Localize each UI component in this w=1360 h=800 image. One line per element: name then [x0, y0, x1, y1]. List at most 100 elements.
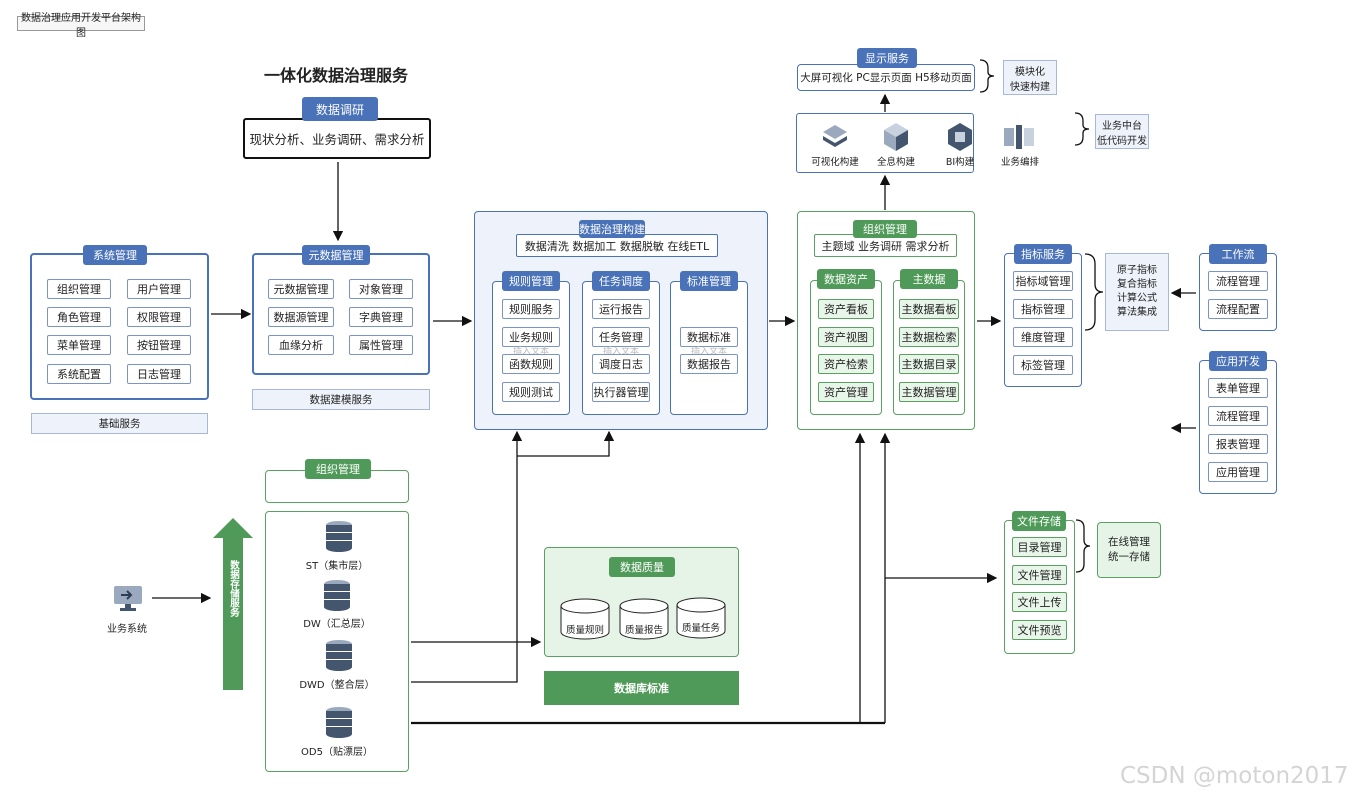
- task-item[interactable]: 调度日志: [592, 354, 650, 374]
- workflow-item[interactable]: 流程配置: [1208, 299, 1268, 319]
- standard-mgmt-panel: [670, 281, 748, 415]
- lowcode-note: 业务中台 低代码开发: [1095, 114, 1149, 149]
- task-item[interactable]: 执行器管理: [592, 382, 650, 402]
- cylinder-icon: [619, 598, 669, 640]
- sys-item[interactable]: 组织管理: [47, 279, 111, 299]
- storage-layer-label: ST（集市层）: [305, 561, 369, 572]
- sys-item[interactable]: 菜单管理: [47, 335, 111, 355]
- rule-item[interactable]: 规则测试: [502, 382, 560, 402]
- database-icon: [324, 580, 350, 611]
- storage-service-label: 数据存储服务: [228, 560, 239, 617]
- quality-item[interactable]: 质量任务: [681, 623, 720, 634]
- note-line: 原子指标: [1117, 265, 1157, 276]
- metrics-tag: 指标服务: [1014, 244, 1072, 264]
- master-item[interactable]: 主数据看板: [899, 299, 959, 319]
- workflow-item[interactable]: 流程管理: [1208, 271, 1268, 291]
- rule-item[interactable]: 业务规则: [502, 327, 560, 347]
- asset-item[interactable]: 资产检索: [818, 354, 874, 374]
- standard-item[interactable]: 数据报告: [680, 354, 738, 374]
- appdev-item[interactable]: 流程管理: [1208, 406, 1268, 426]
- workflow-tag: 工作流: [1209, 244, 1267, 264]
- appdev-tag: 应用开发: [1209, 351, 1267, 371]
- ghost-text: 插入文本: [512, 346, 549, 357]
- note-line: 快速构建: [1010, 81, 1050, 93]
- cylinder-icon: [560, 598, 610, 640]
- note-line: 计算公式: [1117, 293, 1157, 304]
- basic-service-label: 基础服务: [31, 413, 208, 434]
- filestore-item[interactable]: 文件预览: [1012, 620, 1067, 640]
- org-subtitle: 主题域 业务调研 需求分析: [814, 234, 957, 257]
- metrics-item[interactable]: 指标域管理: [1013, 271, 1073, 291]
- meta-item[interactable]: 血缘分析: [268, 335, 334, 355]
- database-icon: [326, 707, 352, 738]
- org-mgmt-tag: 组织管理: [853, 220, 917, 238]
- research-box: 现状分析、业务调研、需求分析: [243, 118, 431, 159]
- metrics-item[interactable]: 维度管理: [1013, 327, 1073, 347]
- quality-item[interactable]: 质量报告: [624, 625, 663, 636]
- appdev-item[interactable]: 应用管理: [1208, 462, 1268, 482]
- metadata-mgmt-tag: 元数据管理: [302, 245, 370, 265]
- sys-item[interactable]: 用户管理: [127, 279, 191, 299]
- appdev-item[interactable]: 报表管理: [1208, 434, 1268, 454]
- master-item[interactable]: 主数据管理: [899, 382, 959, 402]
- storage-service-arrow: [213, 518, 253, 690]
- task-item[interactable]: 任务管理: [592, 327, 650, 347]
- lowcode-item[interactable]: 业务编排: [1000, 157, 1039, 168]
- master-item[interactable]: 主数据检索: [899, 327, 959, 347]
- asset-item[interactable]: 资产视图: [818, 327, 874, 347]
- storage-layer-label: OD5（贴漂层）: [301, 747, 373, 758]
- display-box: 大屏可视化 PC显示页面 H5移动页面: [797, 64, 975, 91]
- master-data-tag: 主数据: [900, 269, 958, 289]
- cylinder-icon: [676, 597, 726, 639]
- asset-item[interactable]: 资产看板: [818, 299, 874, 319]
- note-line: 算法集成: [1117, 307, 1157, 318]
- meta-item[interactable]: 对象管理: [349, 279, 413, 299]
- system-mgmt-tag: 系统管理: [83, 245, 147, 265]
- database-icon: [326, 640, 352, 671]
- ghost-text: 插入文本: [690, 346, 727, 357]
- master-item[interactable]: 主数据目录: [899, 354, 959, 374]
- lowcode-item[interactable]: 全息构建: [876, 157, 915, 168]
- database-icon: [326, 521, 352, 552]
- lowcode-item[interactable]: 可视化构建: [811, 157, 859, 168]
- rule-item[interactable]: 规则服务: [502, 299, 560, 319]
- task-item[interactable]: 运行报告: [592, 299, 650, 319]
- lowcode-item[interactable]: BI构建: [945, 157, 975, 168]
- cube-icon: [884, 123, 908, 151]
- asset-item[interactable]: 资产管理: [818, 382, 874, 402]
- storage-layer-label: DW（汇总层）: [303, 619, 371, 630]
- db-standard-bar: 数据库标准: [544, 671, 739, 705]
- storage-layer-label: DWD（整合层）: [299, 680, 375, 691]
- note-line: 模块化: [1015, 66, 1045, 78]
- filestore-item[interactable]: 文件上传: [1012, 592, 1067, 612]
- standard-item[interactable]: 数据标准: [680, 327, 738, 347]
- sys-item[interactable]: 权限管理: [127, 307, 191, 327]
- orchestration-icon: [1004, 125, 1034, 149]
- modeling-service-label: 数据建模服务: [252, 389, 430, 410]
- quality-item[interactable]: 质量规则: [565, 625, 604, 636]
- meta-item[interactable]: 属性管理: [349, 335, 413, 355]
- meta-item[interactable]: 字典管理: [349, 307, 413, 327]
- business-system-label: 业务系统: [107, 624, 147, 635]
- note-line: 业务中台: [1102, 120, 1142, 132]
- rule-item[interactable]: 函数规则: [502, 354, 560, 374]
- display-tag: 显示服务: [857, 48, 917, 68]
- filestore-item[interactable]: 文件管理: [1012, 565, 1067, 585]
- metrics-item[interactable]: 标签管理: [1013, 355, 1073, 375]
- watermark: CSDN @moton2017: [1120, 763, 1349, 789]
- filestore-tag: 文件存储: [1012, 511, 1066, 531]
- appdev-item[interactable]: 表单管理: [1208, 378, 1268, 398]
- filestore-note: 在线管理 统一存储: [1097, 522, 1161, 578]
- metrics-item[interactable]: 指标管理: [1013, 299, 1073, 319]
- sys-item[interactable]: 角色管理: [47, 307, 111, 327]
- sys-item[interactable]: 系统配置: [47, 364, 111, 384]
- filestore-item[interactable]: 目录管理: [1012, 537, 1067, 557]
- sys-item[interactable]: 日志管理: [127, 364, 191, 384]
- computer-icon: [114, 586, 142, 611]
- sys-item[interactable]: 按钮管理: [127, 335, 191, 355]
- metrics-note: 原子指标 复合指标 计算公式 算法集成: [1105, 253, 1169, 331]
- main-heading: 一体化数据治理服务: [264, 66, 409, 85]
- meta-item[interactable]: 元数据管理: [268, 279, 334, 299]
- meta-item[interactable]: 数据源管理: [268, 307, 334, 327]
